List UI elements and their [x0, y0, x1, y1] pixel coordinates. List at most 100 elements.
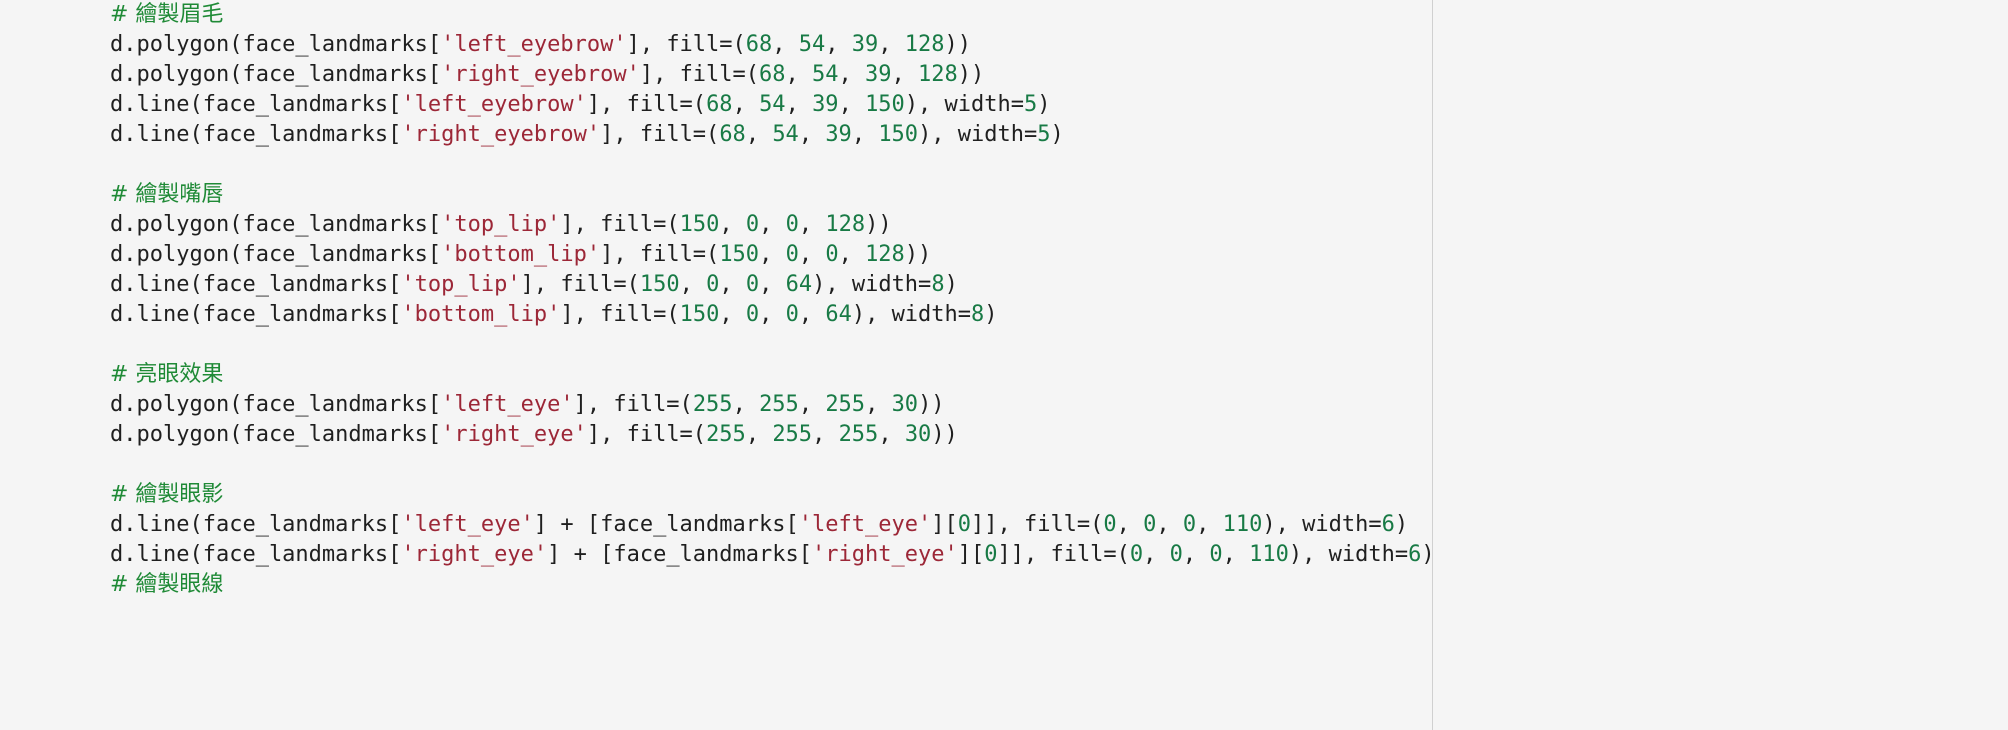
code-token-plain: ], fill=( [586, 92, 707, 117]
code-token-plain: d.line(face_landmarks[ [110, 92, 402, 117]
code-line[interactable]: d.polygon(face_landmarks['bottom_lip'], … [110, 240, 1435, 270]
code-token-plain: ] + [face_landmarks[ [533, 512, 799, 537]
code-token-plain: ]], fill=( [997, 542, 1130, 567]
code-line[interactable]: # 繪製嘴唇 [110, 180, 1435, 210]
code-token-number: 5 [1037, 122, 1051, 147]
code-token-number: 0 [745, 212, 760, 237]
code-token-string: 'right_eyebrow' [441, 62, 640, 87]
code-token-plain: d.polygon(face_landmarks[ [110, 242, 442, 267]
code-token-plain: d.polygon(face_landmarks[ [110, 62, 442, 87]
code-token-plain: , [798, 392, 826, 417]
code-token-plain: ) [944, 272, 958, 297]
code-token-number: 0 [1169, 542, 1183, 567]
code-token-plain: ), width= [1262, 512, 1382, 537]
code-token-number: 30 [904, 422, 932, 447]
code-token-plain: , [878, 422, 905, 447]
code-token-plain: ], fill=( [600, 122, 720, 147]
code-token-number: 68 [706, 92, 733, 117]
code-line[interactable]: # 亮眼效果 [110, 360, 1435, 390]
code-token-plain: , [732, 392, 760, 417]
code-token-number: 0 [984, 542, 998, 567]
code-token-string: 'right_eyebrow' [401, 122, 601, 147]
code-token-plain: )) [944, 32, 972, 57]
code-token-number: 110 [1249, 542, 1289, 567]
code-token-plain: , [759, 242, 786, 267]
code-token-number: 54 [772, 122, 799, 147]
code-token-plain: ]], fill=( [970, 512, 1104, 537]
code-token-plain: ], fill=( [600, 242, 720, 267]
code-line[interactable]: d.line(face_landmarks['left_eye'] + [fac… [110, 510, 1435, 540]
code-token-number: 39 [851, 32, 879, 57]
code-line[interactable]: d.line(face_landmarks['right_eyebrow'], … [110, 120, 1435, 150]
code-token-plain: ], fill=( [626, 32, 746, 57]
code-line[interactable]: d.line(face_landmarks['top_lip'], fill=(… [110, 270, 1435, 300]
code-token-number: 150 [679, 302, 720, 327]
code-token-plain: ] + [face_landmarks[ [547, 542, 813, 567]
code-line[interactable]: d.polygon(face_landmarks['left_eyebrow']… [110, 30, 1435, 60]
code-token-number: 64 [825, 302, 852, 327]
code-line[interactable]: d.line(face_landmarks['left_eyebrow'], f… [110, 90, 1435, 120]
code-token-comment: # 繪製嘴唇 [110, 182, 224, 207]
code-line[interactable]: d.polygon(face_landmarks['left_eye'], fi… [110, 390, 1435, 420]
code-token-plain: ) [984, 302, 998, 327]
code-token-plain: , [732, 92, 760, 117]
code-token-plain: d.polygon(face_landmarks[ [110, 392, 442, 417]
code-token-number: 255 [838, 422, 879, 447]
code-token-plain: , [812, 422, 839, 447]
code-token-number: 150 [719, 242, 760, 267]
code-token-number: 128 [918, 62, 958, 87]
code-token-number: 39 [812, 92, 839, 117]
code-token-number: 0 [1209, 542, 1223, 567]
code-token-plain: ) [1037, 92, 1051, 117]
code-token-plain: d.line(face_landmarks[ [110, 302, 402, 327]
code-token-plain: , [719, 272, 746, 297]
code-token-number: 255 [706, 422, 746, 447]
code-token-plain: , [1222, 542, 1250, 567]
code-line[interactable]: # 繪製眉毛 [110, 0, 1435, 30]
code-token-plain: , [1182, 542, 1210, 567]
code-token-plain: , [1116, 512, 1144, 537]
code-token-comment: # 繪製眼影 [110, 482, 224, 507]
code-line[interactable] [110, 150, 1435, 180]
code-token-plain: , [745, 122, 773, 147]
code-token-plain: ][ [957, 542, 985, 567]
code-token-plain: , [798, 242, 826, 267]
code-token-number: 64 [785, 272, 813, 297]
code-token-plain: ], fill=( [520, 272, 640, 297]
code-token-number: 255 [772, 422, 813, 447]
code-token-number: 0 [745, 302, 760, 327]
code-token-number: 54 [812, 62, 839, 87]
code-line[interactable]: d.polygon(face_landmarks['right_eye'], f… [110, 420, 1435, 450]
code-line[interactable] [110, 450, 1435, 480]
code-line[interactable]: d.line(face_landmarks['bottom_lip'], fil… [110, 300, 1435, 330]
code-token-plain: )) [904, 242, 932, 267]
code-token-number: 0 [825, 242, 839, 267]
code-token-number: 0 [1103, 512, 1117, 537]
code-token-number: 0 [785, 242, 799, 267]
code-line[interactable]: d.line(face_landmarks['right_eye'] + [fa… [110, 540, 1435, 570]
vertical-margin-ruler [1432, 0, 1433, 730]
code-token-string: 'bottom_lip' [401, 302, 561, 327]
code-token-plain: d.line(face_landmarks[ [110, 512, 402, 537]
code-token-plain: d.line(face_landmarks[ [110, 122, 402, 147]
code-token-number: 39 [865, 62, 892, 87]
code-line[interactable]: # 繪製眼影 [110, 480, 1435, 510]
code-line[interactable]: d.polygon(face_landmarks['top_lip'], fil… [110, 210, 1435, 240]
code-token-plain: ), width= [1288, 542, 1409, 567]
code-token-plain: , [1196, 512, 1223, 537]
code-token-number: 6 [1408, 542, 1422, 567]
code-token-comment: # 亮眼效果 [110, 362, 224, 387]
code-token-number: 68 [719, 122, 746, 147]
code-token-plain: ) [1394, 512, 1409, 537]
code-token-number: 8 [971, 302, 985, 327]
code-line[interactable]: # 繪製眼線 [110, 570, 1435, 600]
code-token-string: 'right_eye' [401, 542, 548, 567]
code-line[interactable] [110, 330, 1435, 360]
code-line[interactable]: d.polygon(face_landmarks['right_eyebrow'… [110, 60, 1435, 90]
code-token-string: 'top_lip' [401, 272, 521, 297]
code-token-plain: )) [918, 392, 945, 417]
code-token-number: 0 [1129, 542, 1144, 567]
code-token-number: 110 [1222, 512, 1263, 537]
